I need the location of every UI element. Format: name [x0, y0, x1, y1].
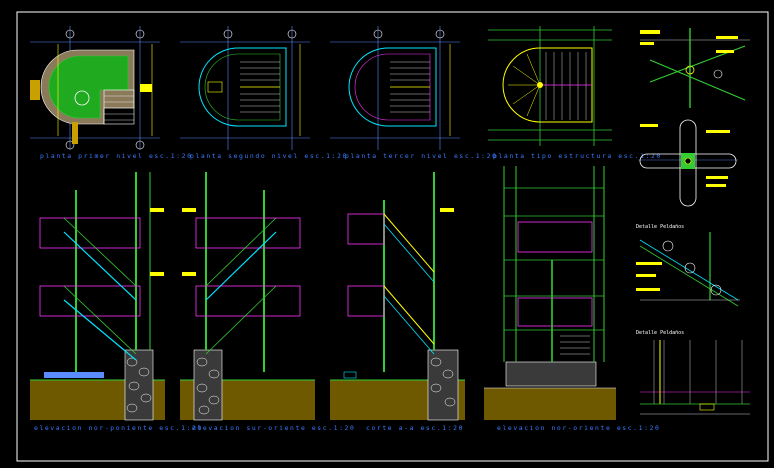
detail-cross-section	[638, 119, 738, 207]
sheet-border	[16, 11, 769, 462]
elevation-nor-poniente	[30, 172, 165, 421]
detail-peldanos-1: Detalle Peldaños	[636, 224, 740, 307]
plan-third-level	[330, 26, 460, 150]
caption-plan-first: planta primer nivel esc.1:20	[40, 152, 193, 160]
elevation-sur-oriente	[180, 172, 315, 421]
caption-elev-nor-poniente: elevacion nor-poniente esc.1:20	[34, 424, 203, 432]
detail-joint-top	[640, 28, 750, 108]
detail-peldanos-2: Detalle Peldaños	[636, 330, 750, 415]
caption-section: corte a-a esc.1:20	[366, 424, 464, 432]
detail-title-1: Detalle Peldaños	[636, 224, 684, 230]
caption-elev-sur-oriente: elevacion sur-oriente esc.1:20	[192, 424, 355, 432]
section-a-a	[330, 172, 465, 421]
caption-plan-structure: planta tipo estructura esc.1:20	[493, 152, 662, 160]
detail-title-2: Detalle Peldaños	[636, 330, 684, 336]
plan-first-level	[30, 26, 160, 150]
plan-structure	[488, 26, 612, 146]
caption-plan-third: planta tercer nivel esc.1:20	[345, 152, 498, 160]
plan-second-level	[180, 26, 310, 150]
caption-plan-second: planta segundo nivel esc.1:20	[190, 152, 348, 160]
caption-elev-nor-oriente: elevacion nor-oriente esc.1:20	[497, 424, 660, 432]
elevation-nor-oriente	[484, 166, 616, 420]
